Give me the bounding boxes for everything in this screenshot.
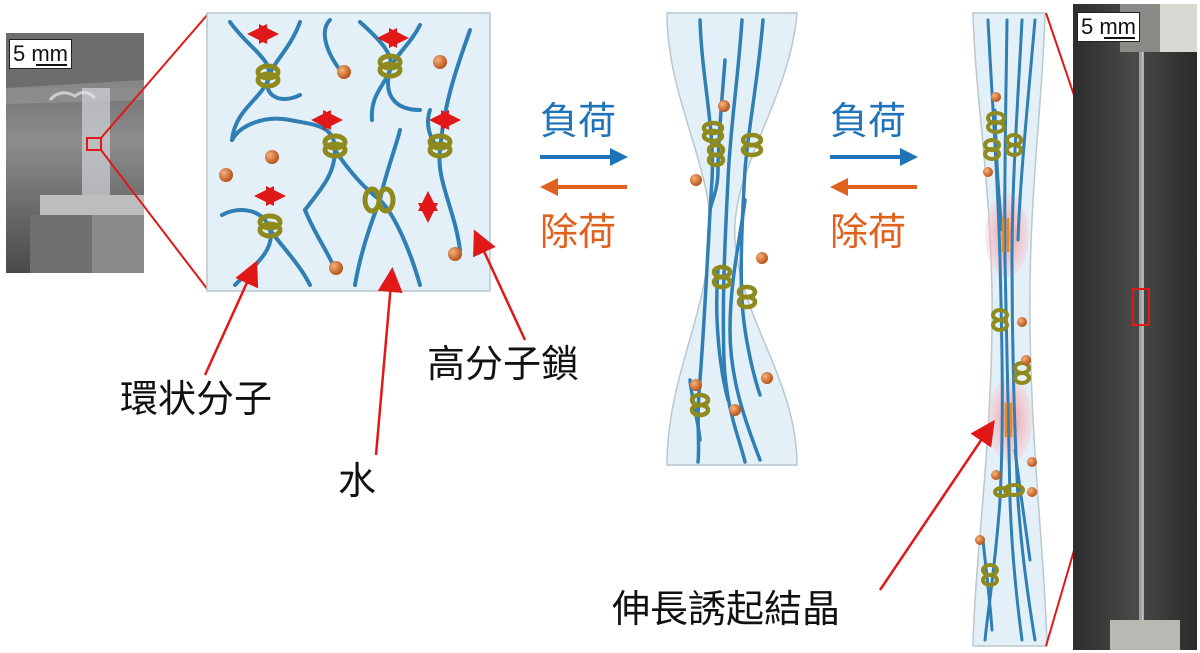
water-label: 水 xyxy=(338,459,377,503)
crystallized-specimen xyxy=(972,12,1048,647)
network-panel xyxy=(206,12,491,292)
scale-bar-left: 5 mm xyxy=(9,39,72,69)
stretched-specimen xyxy=(666,12,798,466)
magnify-box-right xyxy=(1132,288,1150,326)
arrow-pair-2 xyxy=(830,148,918,196)
left-specimen-photo xyxy=(6,33,144,273)
zoom-line-bottom xyxy=(100,149,209,291)
unload-label-2: 除荷 xyxy=(830,210,907,254)
scale-bar-left-label: 5 mm xyxy=(13,41,68,66)
zoom-line-top xyxy=(100,13,209,139)
polymer-chain-label: 高分子鎖 xyxy=(427,342,580,386)
pointer-crystallization xyxy=(878,419,995,591)
pointer-polymer-chain xyxy=(473,229,527,341)
pointer-water xyxy=(374,267,403,456)
unload-label-1: 除荷 xyxy=(540,210,617,254)
magnify-box xyxy=(86,137,102,151)
scale-bar-right: 5 mm xyxy=(1077,12,1140,42)
right-specimen-photo xyxy=(1073,4,1197,650)
pointer-cyclic-molecule xyxy=(203,260,259,376)
crystallization-label: 伸長誘起結晶 xyxy=(612,587,841,631)
scale-bar-right-label: 5 mm xyxy=(1081,14,1136,39)
arrow-pair-1 xyxy=(540,148,628,196)
cyclic-molecule-label: 環状分子 xyxy=(120,377,273,421)
load-label-2: 負荷 xyxy=(830,99,907,143)
load-label-1: 負荷 xyxy=(540,99,617,143)
